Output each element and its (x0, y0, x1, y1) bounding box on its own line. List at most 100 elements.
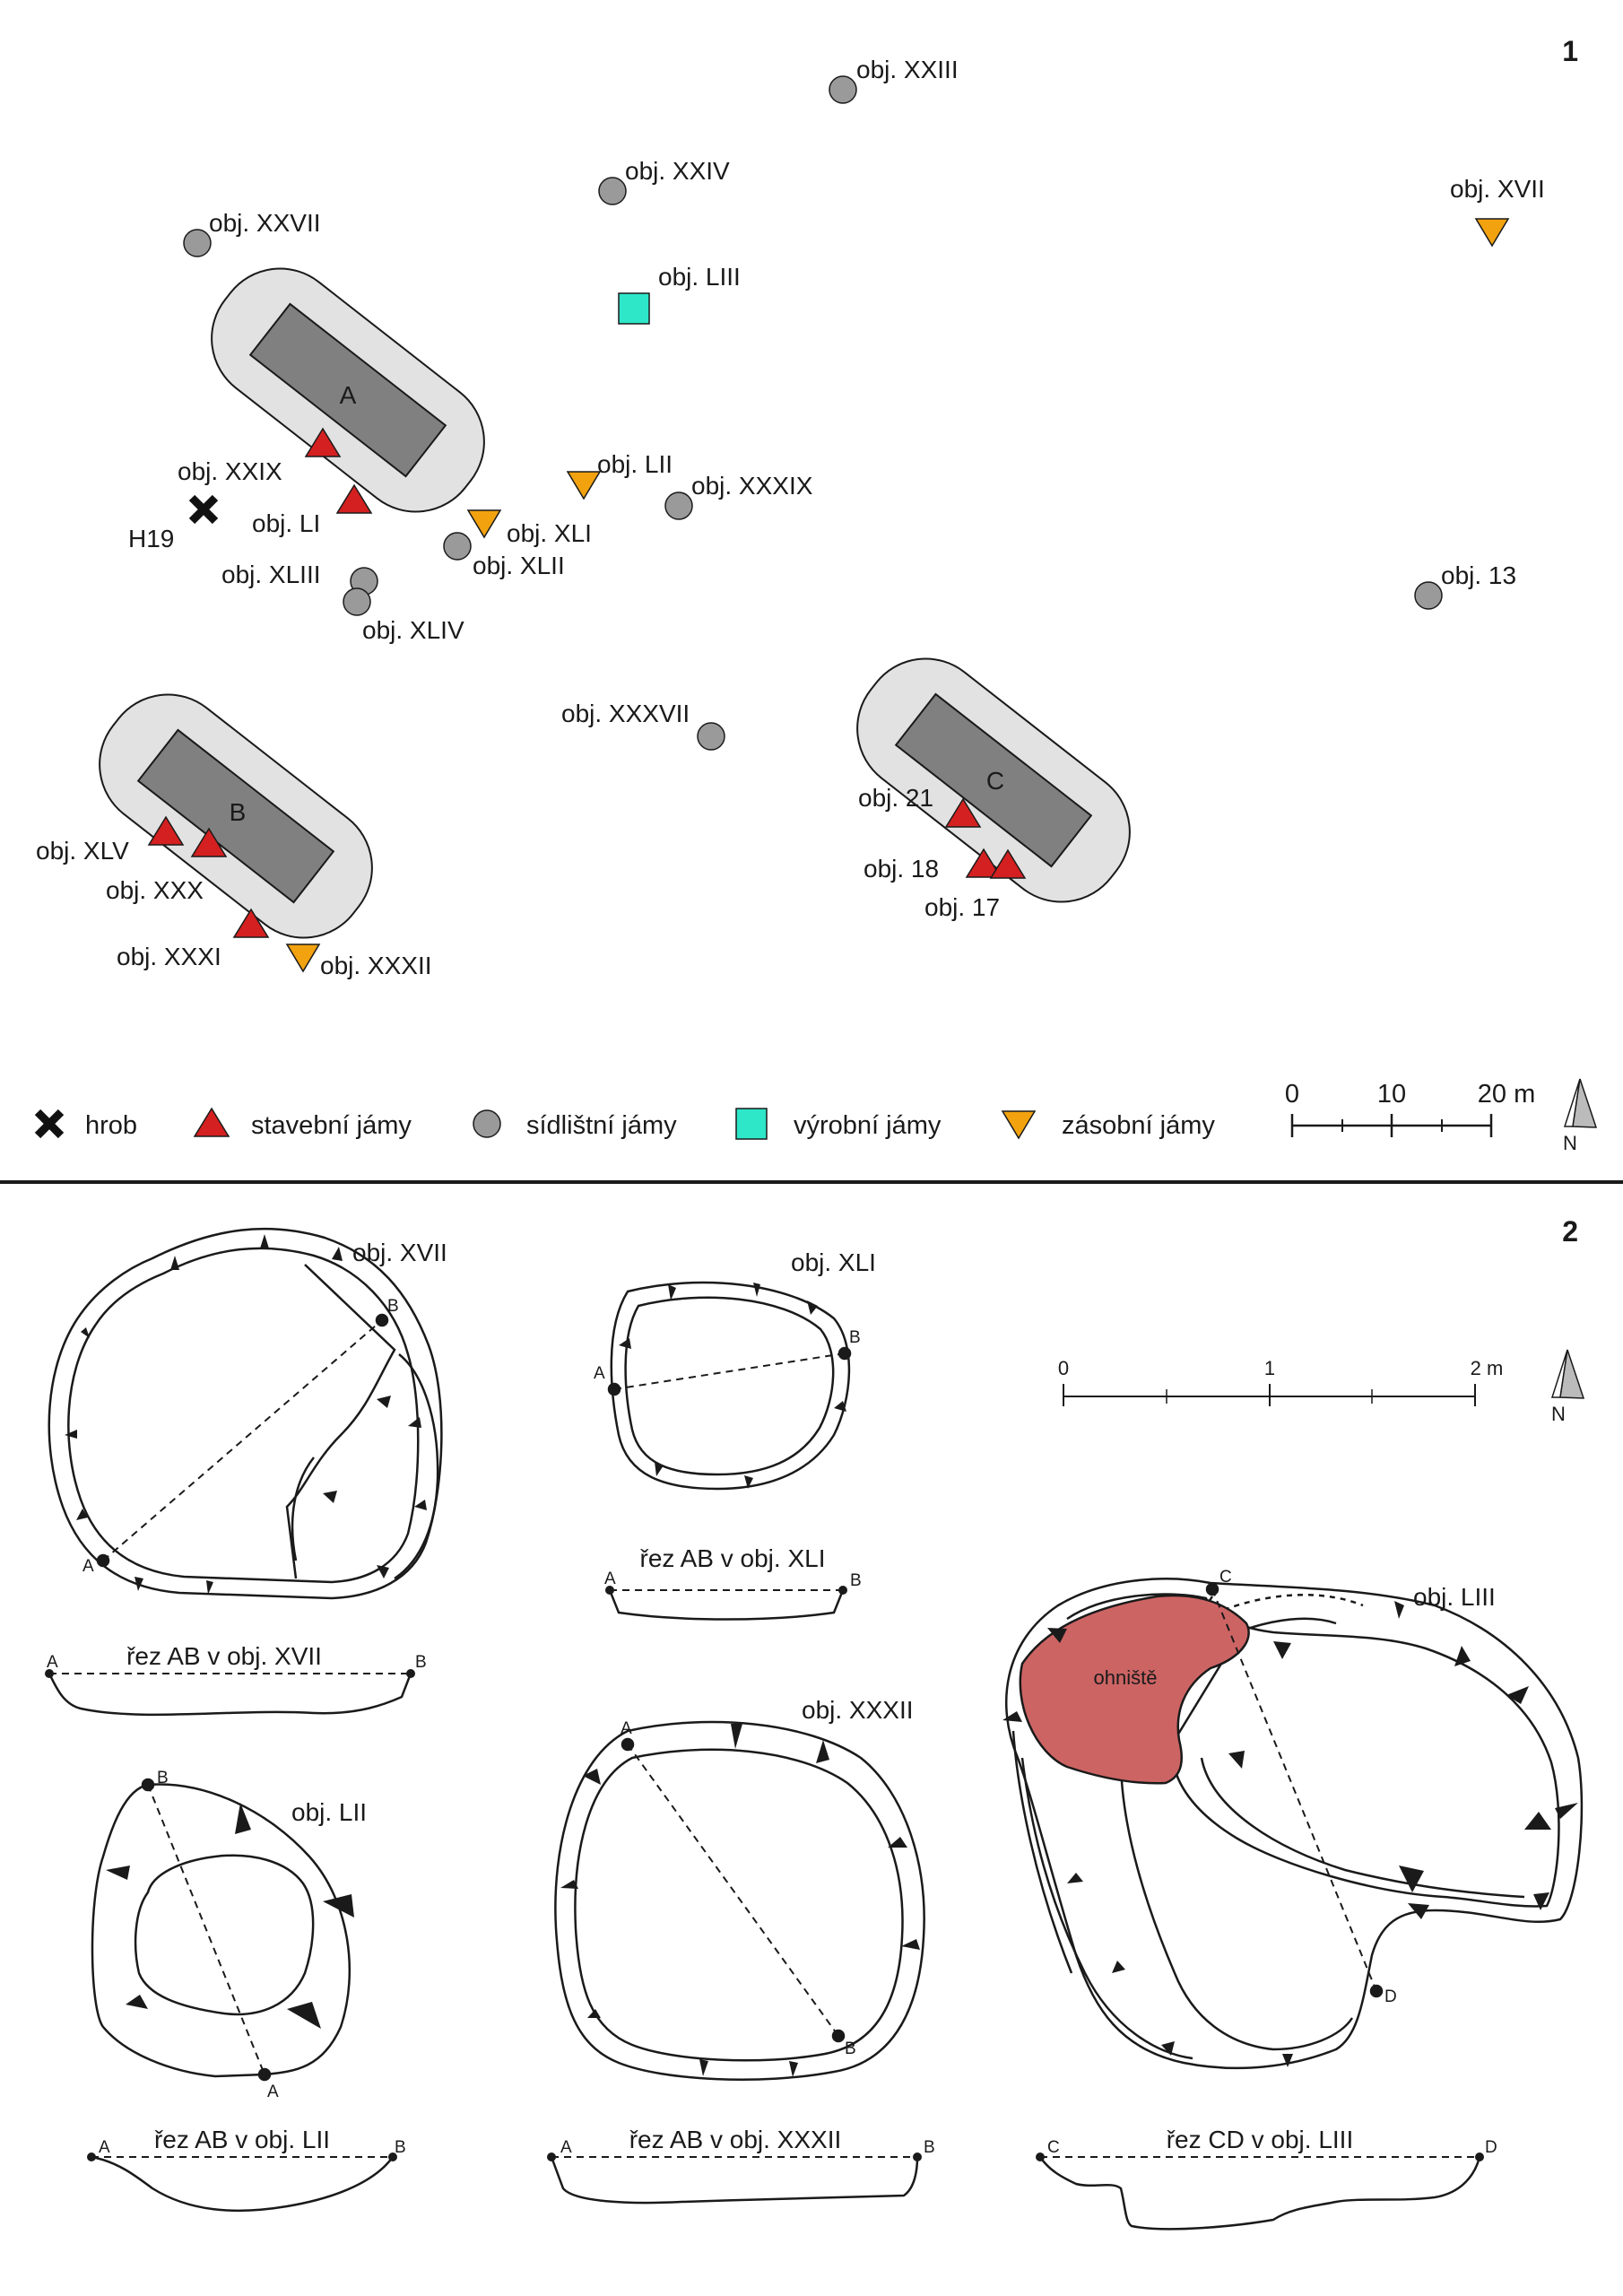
section-obj-xxxii: A B řez AB v obj. XXXII (547, 2126, 935, 2205)
scale-tick-label: 0 (1058, 1357, 1069, 1379)
plan-obj-xvii: A B obj. XVII (48, 1227, 447, 1600)
settlement-pit-icon (829, 75, 857, 104)
point-label: A (594, 1364, 605, 1383)
legend-item-settlement: sídlištní jámy (473, 1109, 677, 1140)
section-title: řez AB v obj. XXXII (629, 2126, 842, 2153)
scale-tick-label: 10 (1377, 1080, 1406, 1109)
feature-label: obj. XLV (36, 837, 129, 865)
feature-13: obj. 13 (1414, 561, 1516, 610)
feature-xxvii: obj. XXVII (183, 209, 321, 257)
point-label: A (560, 2138, 572, 2157)
north-label: N (1563, 1132, 1577, 1154)
point-label: B (845, 2039, 856, 2058)
legend-item-storage: zásobní jámy (1002, 1110, 1215, 1140)
feature-label: obj. XLIV (362, 616, 464, 644)
section-title: řez AB v obj. LII (154, 2126, 330, 2153)
plan-obj-xli: A B obj. XLI (594, 1248, 876, 1491)
point-label: A (82, 1557, 94, 1576)
square-icon (735, 1108, 768, 1140)
grave-icon (192, 498, 215, 521)
legend-label: zásobní jámy (1062, 1111, 1215, 1140)
feature-label: obj. 17 (924, 893, 1000, 921)
feature-xliii: obj. XLIII (221, 561, 378, 596)
panel-2: 2 0 1 2 m N (45, 1215, 1585, 2231)
section-obj-lii: A B řez AB v obj. LII (87, 2126, 406, 2213)
circle-icon (473, 1109, 501, 1138)
hearth (1019, 1594, 1250, 1785)
feature-label: obj. XVII (1450, 175, 1545, 203)
scale-tick-label: 20 m (1478, 1080, 1535, 1109)
feature-xxiv: obj. XXIV (598, 157, 730, 205)
settlement-pit-icon (343, 587, 371, 616)
plan-title: obj. LII (291, 1798, 367, 1826)
settlement-pit-icon (443, 532, 472, 561)
feature-h19: H19 (128, 498, 215, 552)
feature-xli: obj. XLI (467, 509, 592, 547)
feature-xlv: obj. XLV (36, 816, 184, 865)
panel-2-number: 2 (1562, 1215, 1578, 1248)
section-obj-xli: A B řez AB v obj. XLI (604, 1544, 862, 1621)
feature-xxx: obj. XXX (106, 828, 227, 904)
building-b-label: B (230, 798, 247, 826)
point-label: D (1485, 2138, 1497, 2157)
legend-item-production: výrobní jámy (735, 1108, 942, 1140)
point-label: B (157, 1769, 169, 1787)
feature-label: obj. XXIV (625, 157, 730, 185)
feature-xvii: obj. XVII (1450, 175, 1545, 247)
plan-title: obj. LIII (1413, 1583, 1496, 1611)
building-c-label: C (986, 767, 1004, 795)
feature-liii: obj. LIII (618, 263, 741, 325)
point-label: D (1384, 1987, 1397, 2006)
scale-tick-label: 1 (1264, 1357, 1275, 1379)
point-label: B (395, 2138, 406, 2157)
plan-obj-xxxii: A B obj. XXXII (554, 1696, 925, 2081)
triangle-up-icon (194, 1108, 230, 1137)
feature-xxix: obj. XXIX (178, 428, 341, 485)
plan-obj-liii: ohniště C D obj. LIII (1002, 1568, 1584, 2070)
legend-label: hrob (85, 1111, 137, 1140)
settlement-pit-icon (183, 229, 212, 257)
scale-bar-1: 0 10 20 m (1285, 1080, 1535, 1137)
settlement-pit-icon (1414, 581, 1443, 610)
panel-1: 1 A B C obj. XXIII obj. XXIV (36, 35, 1598, 1154)
feature-xxxii: obj. XXXII (286, 944, 432, 979)
feature-label: obj. XLII (473, 552, 565, 579)
plan-title: obj. XXXII (802, 1696, 914, 1724)
point-label: B (850, 1571, 862, 1590)
point-label: A (47, 1653, 58, 1672)
point-label: A (267, 2083, 279, 2101)
feature-label: obj. LIII (658, 263, 741, 291)
storage-pit-icon (567, 471, 601, 500)
panel-1-number: 1 (1562, 35, 1578, 67)
feature-label: obj. XXX (106, 876, 204, 904)
feature-label: obj. XXXII (320, 952, 432, 979)
settlement-pit-icon (697, 722, 725, 751)
feature-xxxi: obj. XXXI (117, 909, 269, 970)
point-label: B (924, 2138, 935, 2157)
plan-title: obj. XLI (791, 1248, 876, 1276)
feature-18: obj. 18 (864, 848, 1002, 883)
legend-label: stavební jámy (251, 1111, 412, 1140)
scale-tick-label: 0 (1285, 1080, 1299, 1109)
building-a: A (211, 267, 485, 513)
north-label: N (1551, 1403, 1566, 1425)
feature-label: obj. 18 (864, 855, 939, 883)
feature-label: obj. XLIII (221, 561, 321, 588)
north-arrow-icon: N (1550, 1349, 1585, 1425)
triangle-down-icon (1002, 1110, 1036, 1139)
scale-bar-2: 0 1 2 m (1058, 1357, 1503, 1406)
feature-label: obj. LII (597, 450, 673, 478)
feature-xxiii: obj. XXIII (829, 56, 959, 104)
point-label: A (604, 1570, 616, 1588)
feature-21: obj. 21 (858, 784, 981, 828)
section-title: řez AB v obj. XVII (126, 1642, 322, 1670)
feature-xliv: obj. XLIV (343, 587, 464, 644)
legend-label: výrobní jámy (794, 1111, 942, 1140)
hearth-label: ohniště (1094, 1666, 1158, 1689)
building-b: B (99, 693, 373, 939)
building-a-label: A (340, 381, 357, 409)
section-obj-liii: C D řez CD v obj. LIII (1036, 2126, 1497, 2231)
point-label: B (387, 1297, 399, 1316)
feature-label: obj. XXVII (209, 209, 321, 237)
